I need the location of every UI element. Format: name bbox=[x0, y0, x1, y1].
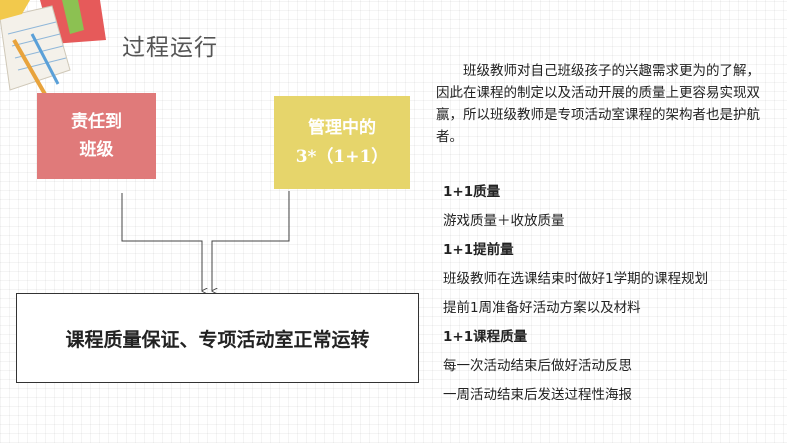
responsibility-line-2: 班级 bbox=[79, 140, 114, 160]
list-item: 班级教师在选课结束时做好1学期的课程规划 bbox=[443, 271, 709, 287]
management-line-2: 3*（1+1） bbox=[295, 146, 389, 167]
notebook-decoration-icon bbox=[0, 0, 106, 97]
connector-left bbox=[121, 193, 202, 291]
intro-paragraph: 班级教师对自己班级孩子的兴趣需求更为的了解，因此在课程的制定以及活动开展的质量上… bbox=[436, 63, 760, 145]
responsibility-box: 责任到 班级 bbox=[37, 93, 156, 179]
section-heading: 1+1课程质量 bbox=[443, 329, 528, 345]
section-heading: 1+1提前量 bbox=[443, 242, 514, 258]
list-item: 每一次活动结束后做好活动反思 bbox=[443, 358, 632, 374]
management-line-1: 管理中的 bbox=[308, 118, 376, 139]
list-item: 游戏质量＋收放质量 bbox=[443, 213, 565, 229]
result-box: 课程质量保证、专项活动室正常运转 bbox=[16, 293, 419, 383]
management-box: 管理中的 3*（1+1） bbox=[274, 96, 410, 189]
responsibility-line-1: 责任到 bbox=[71, 111, 122, 132]
list-item: 一周活动结束后发送过程性海报 bbox=[443, 387, 632, 403]
connector-right bbox=[212, 191, 290, 291]
section-heading: 1+1质量 bbox=[443, 184, 501, 200]
quality-list: 1+1质量 游戏质量＋收放质量 1+1提前量 班级教师在选课结束时做好1学期的课… bbox=[443, 178, 783, 410]
page-title: 过程运行 bbox=[122, 35, 218, 61]
list-item: 提前1周准备好活动方案以及材料 bbox=[443, 300, 641, 316]
